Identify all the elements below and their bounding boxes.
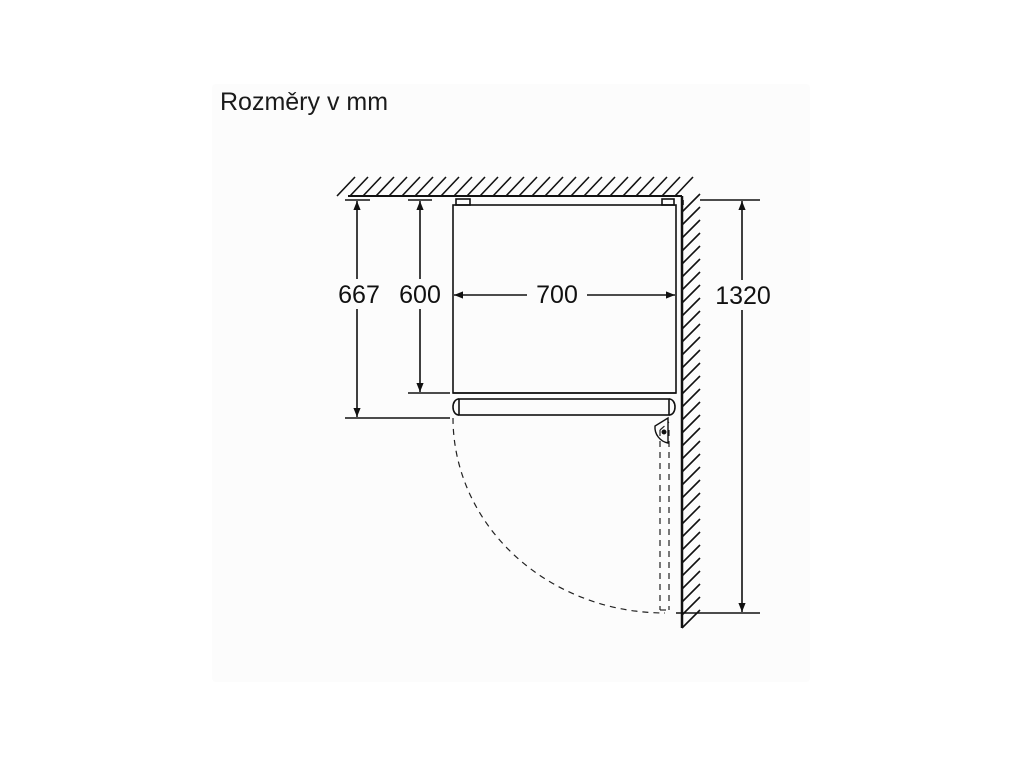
dimension-667-label: 667 xyxy=(338,281,380,309)
drawing-panel xyxy=(212,84,810,682)
hinge-angle-mark xyxy=(654,416,669,444)
top-wall-hatching xyxy=(336,176,694,197)
door-swing-arc xyxy=(452,417,670,614)
dimension-667: 667 xyxy=(334,199,450,419)
dimension-700: 700 xyxy=(454,279,675,309)
dimension-1320-label: 1320 xyxy=(715,282,771,310)
appliance-door xyxy=(452,392,676,416)
right-wall-hatching xyxy=(681,193,701,629)
dimension-600-label: 600 xyxy=(399,281,441,309)
page-title: Rozměry v mm xyxy=(220,88,389,116)
dimension-700-label: 700 xyxy=(536,281,578,309)
dimension-600: 600 xyxy=(393,199,450,394)
dimension-1320: 1320 xyxy=(676,199,776,614)
